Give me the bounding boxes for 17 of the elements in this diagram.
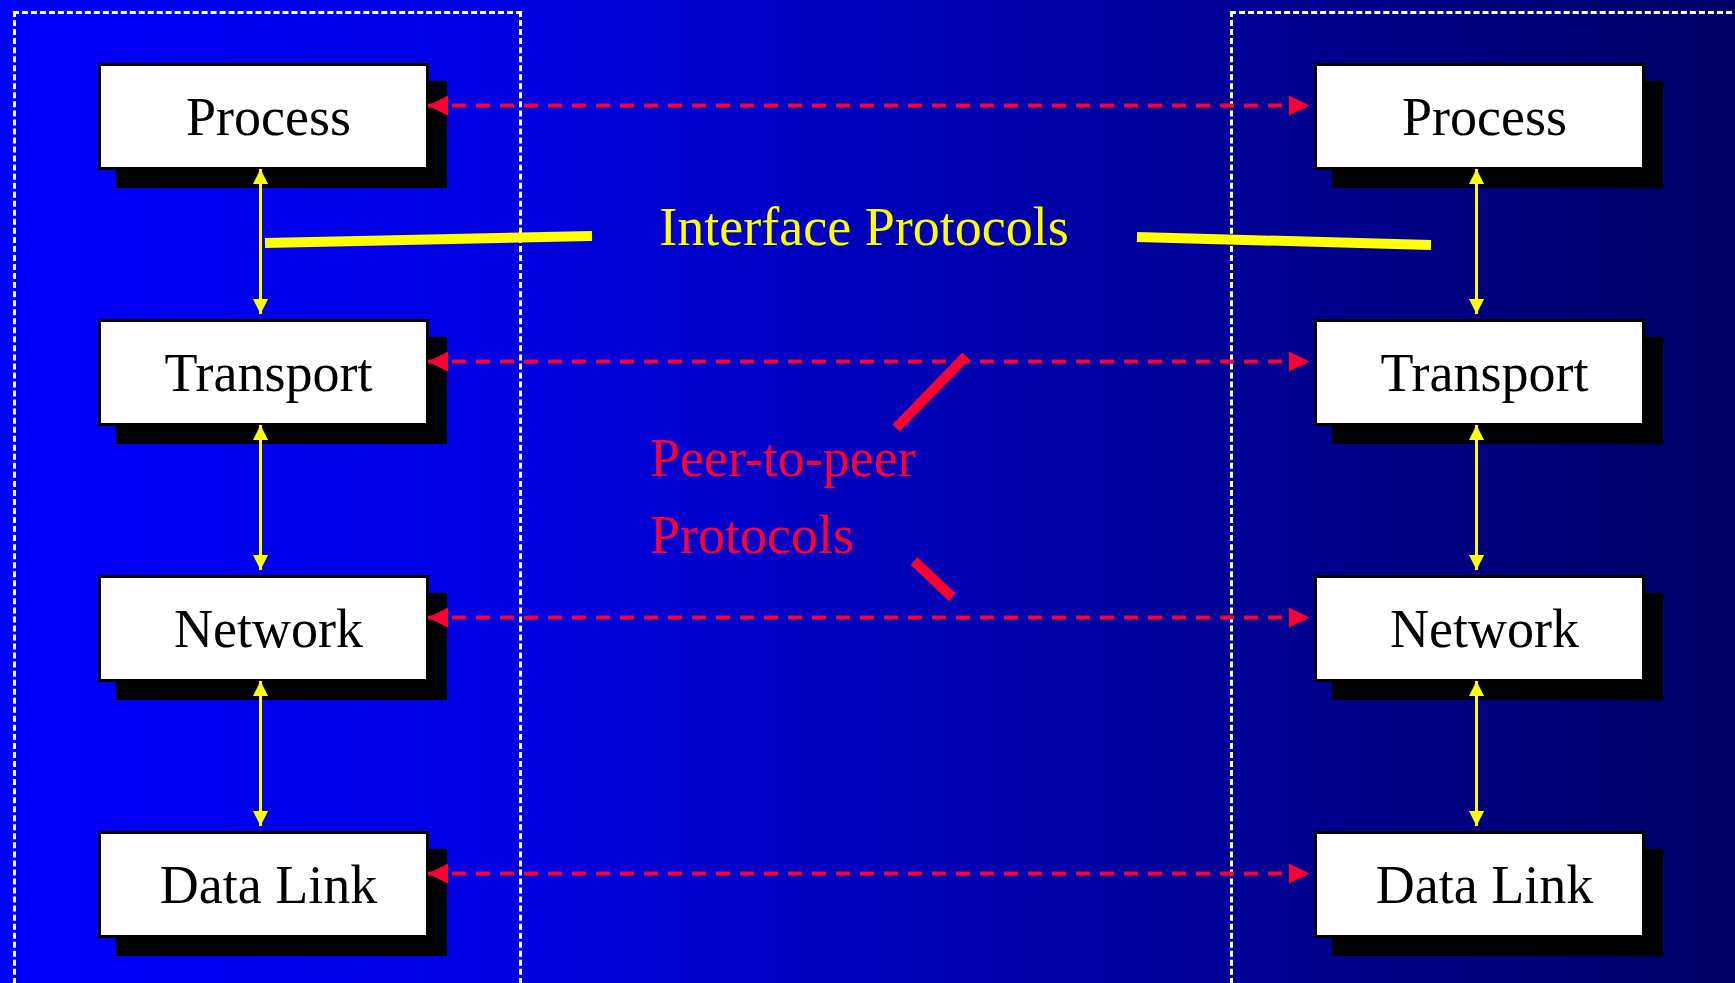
leader-line (1136, 232, 1432, 250)
leader-line (892, 352, 970, 432)
leader-line (910, 557, 956, 601)
leader-line (264, 231, 593, 248)
double-arrow (1469, 681, 1484, 826)
double-arrow (253, 169, 268, 314)
double-arrow (1469, 169, 1484, 314)
double-arrow (428, 351, 1309, 372)
double-arrow (1469, 425, 1484, 570)
double-arrow (428, 607, 1309, 628)
double-arrow (428, 863, 1309, 884)
protocol-label: Interface Protocols (658, 196, 1070, 258)
dashed-group-box (13, 11, 522, 983)
protocol-label: Peer-to-peer Protocols (650, 427, 917, 567)
double-arrow (253, 681, 268, 826)
double-arrow (428, 95, 1309, 116)
double-arrow (253, 425, 268, 570)
